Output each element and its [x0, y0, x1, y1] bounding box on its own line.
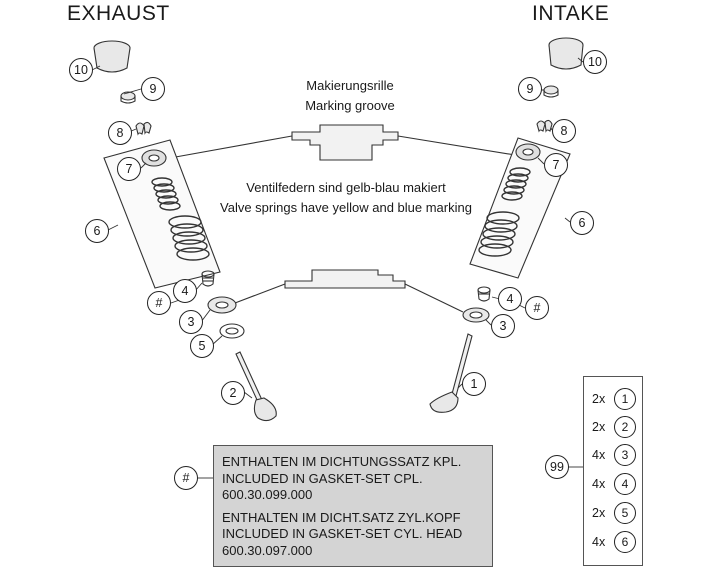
callout-2-exhaust-valve: 2: [221, 381, 245, 405]
exhaust-header: EXHAUST: [67, 2, 170, 25]
quantity-label: 2x: [592, 392, 606, 406]
gasket-info-line: ENTHALTEN IM DICHTUNGSSATZ KPL.: [222, 454, 462, 469]
quantity-row: 2x 1: [590, 388, 640, 412]
gasket-set-info-box: ENTHALTEN IM DICHTUNGSSATZ KPL. INCLUDED…: [213, 445, 493, 567]
gasket-part-number: 600.30.097.000: [222, 542, 313, 558]
quantity-part-callout: 5: [614, 502, 636, 524]
kit-quantity-box: 2x 1 2x 2 4x 3 4x 4 2x 5 4x 6: [583, 376, 643, 566]
intake-seal-4: [477, 286, 491, 302]
intake-spring-group-6: [469, 137, 571, 279]
callout-9-exhaust: 9: [141, 77, 165, 101]
gasket-set-cylinder-head-block: ENTHALTEN IM DICHT.SATZ ZYL.KOPF INCLUDE…: [222, 510, 486, 560]
exhaust-tappet-10: [93, 40, 131, 73]
exhaust-keepers-8: [135, 121, 152, 136]
exhaust-valve-2: [235, 351, 277, 422]
quantity-row: 2x 2: [590, 416, 640, 440]
callout-3-exhaust: 3: [179, 310, 203, 334]
callout-5-exhaust: 5: [190, 334, 214, 358]
exhaust-seal-4: [201, 270, 215, 287]
springs-label-en: Valve springs have yellow and blue marki…: [220, 200, 472, 215]
callout-6-exhaust: 6: [85, 219, 109, 243]
quantity-part-callout: 4: [614, 473, 636, 495]
marking-groove-label-en: Marking groove: [305, 98, 395, 113]
marking-groove-caption: Makierungsrille Marking groove: [290, 76, 410, 116]
callout-8-intake: 8: [552, 119, 576, 143]
gasket-info-line: INCLUDED IN GASKET-SET CYL. HEAD: [222, 526, 463, 541]
intake-tappet-10: [548, 37, 584, 70]
callout-hash-exhaust: #: [147, 291, 171, 315]
quantity-row: 4x 3: [590, 444, 640, 468]
callout-7-intake: 7: [544, 153, 568, 177]
quantity-part-callout: 3: [614, 444, 636, 466]
marking-groove-profile-bottom: [234, 269, 464, 313]
springs-caption: Ventilfedern sind gelb-blau makiert Valv…: [196, 178, 496, 218]
callout-9-intake: 9: [518, 77, 542, 101]
quantity-row: 4x 6: [590, 531, 640, 555]
quantity-row: 2x 5: [590, 502, 640, 526]
quantity-label: 2x: [592, 506, 606, 520]
quantity-label: 4x: [592, 477, 606, 491]
gasket-info-line: INCLUDED IN GASKET-SET CPL.: [222, 470, 423, 486]
callout-10-exhaust: 10: [69, 58, 93, 82]
callout-4-intake: 4: [498, 287, 522, 311]
quantity-label: 2x: [592, 420, 606, 434]
callout-99-kit: 99: [545, 455, 569, 479]
quantity-label: 4x: [592, 448, 606, 462]
callout-4-exhaust: 4: [173, 279, 197, 303]
callout-hash-intake: #: [525, 296, 549, 320]
quantity-part-callout: 2: [614, 416, 636, 438]
springs-label-de: Ventilfedern sind gelb-blau makiert: [246, 180, 446, 195]
quantity-label: 4x: [592, 535, 606, 549]
callout-hash-legend: #: [174, 466, 198, 490]
intake-keepers-8: [536, 119, 553, 133]
exhaust-spring-seat-3: [207, 296, 237, 314]
gasket-set-complete-block: ENTHALTEN IM DICHTUNGSSATZ KPL. INCLUDED…: [222, 454, 486, 504]
marking-groove-profile-top: [169, 124, 516, 161]
intake-header: INTAKE: [532, 2, 610, 25]
callout-7-exhaust: 7: [117, 157, 141, 181]
exhaust-washer-5: [219, 323, 245, 339]
intake-valve-1: [429, 333, 473, 413]
quantity-part-callout: 6: [614, 531, 636, 553]
callout-8-exhaust: 8: [108, 121, 132, 145]
gasket-part-number: 600.30.099.000: [222, 487, 313, 502]
callout-1-intake-valve: 1: [462, 372, 486, 396]
gasket-info-line: ENTHALTEN IM DICHT.SATZ ZYL.KOPF: [222, 509, 461, 525]
marking-groove-label-de: Makierungsrille: [306, 78, 394, 93]
callout-3-intake: 3: [491, 314, 515, 338]
quantity-row: 4x 4: [590, 473, 640, 497]
callout-6-intake: 6: [570, 211, 594, 235]
exhaust-shim-9: [120, 91, 136, 104]
intake-spring-seat-3: [462, 307, 490, 323]
quantity-part-callout: 1: [614, 388, 636, 410]
callout-10-intake: 10: [583, 50, 607, 74]
intake-shim-9: [543, 85, 559, 98]
